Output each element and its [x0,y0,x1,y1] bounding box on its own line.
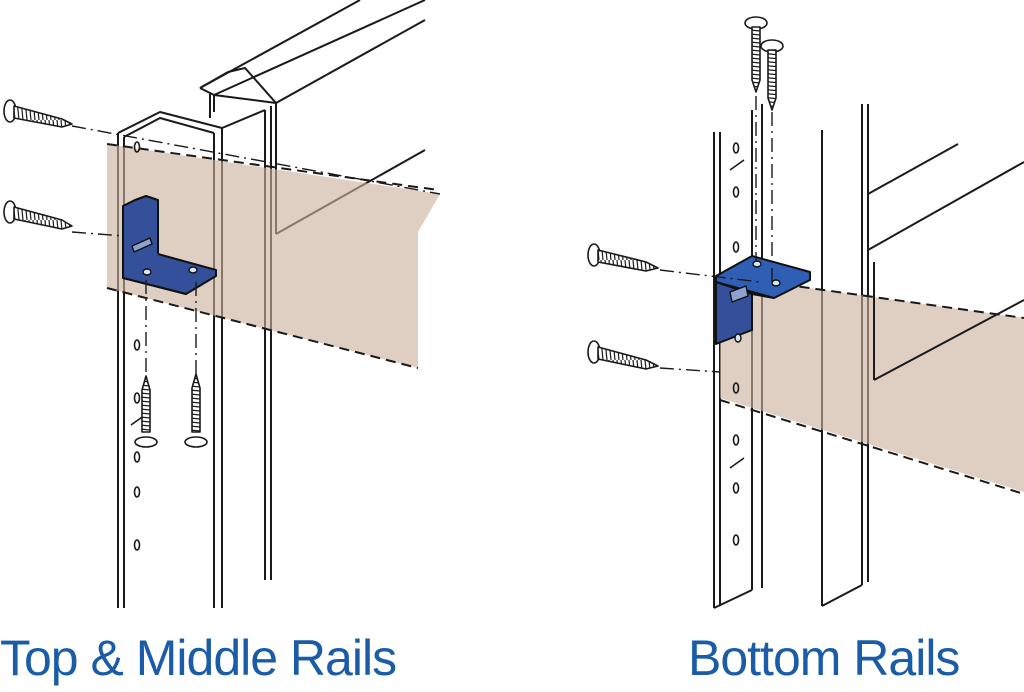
right-post-holes [729,142,745,546]
top-middle-rails-illustration [3,0,441,608]
right-horizontal-screws [587,243,659,370]
screw [587,340,659,370]
screw [134,375,158,448]
screw [3,200,73,230]
screw [184,373,208,448]
left-horizontal-screws [3,99,73,230]
left-vertical-screws [134,373,208,448]
left-post-holes [130,141,146,551]
screw [744,16,768,93]
caption-bottom-rails: Bottom Rails [688,630,960,686]
caption-top-middle-rails: Top & Middle Rails [0,630,397,686]
right-corner-bracket [715,255,811,345]
right-vertical-screws [744,16,784,111]
screw [587,243,659,272]
right-guide-lines [659,96,773,373]
left-rail-band [107,144,440,368]
right-rail-band [720,280,1024,492]
right-upper-rail [867,143,1024,251]
screw [760,39,784,111]
screw [3,99,73,128]
left-corner-bracket [122,195,217,295]
left-guide-lines [71,125,441,380]
bottom-rails-illustration [587,16,1024,609]
